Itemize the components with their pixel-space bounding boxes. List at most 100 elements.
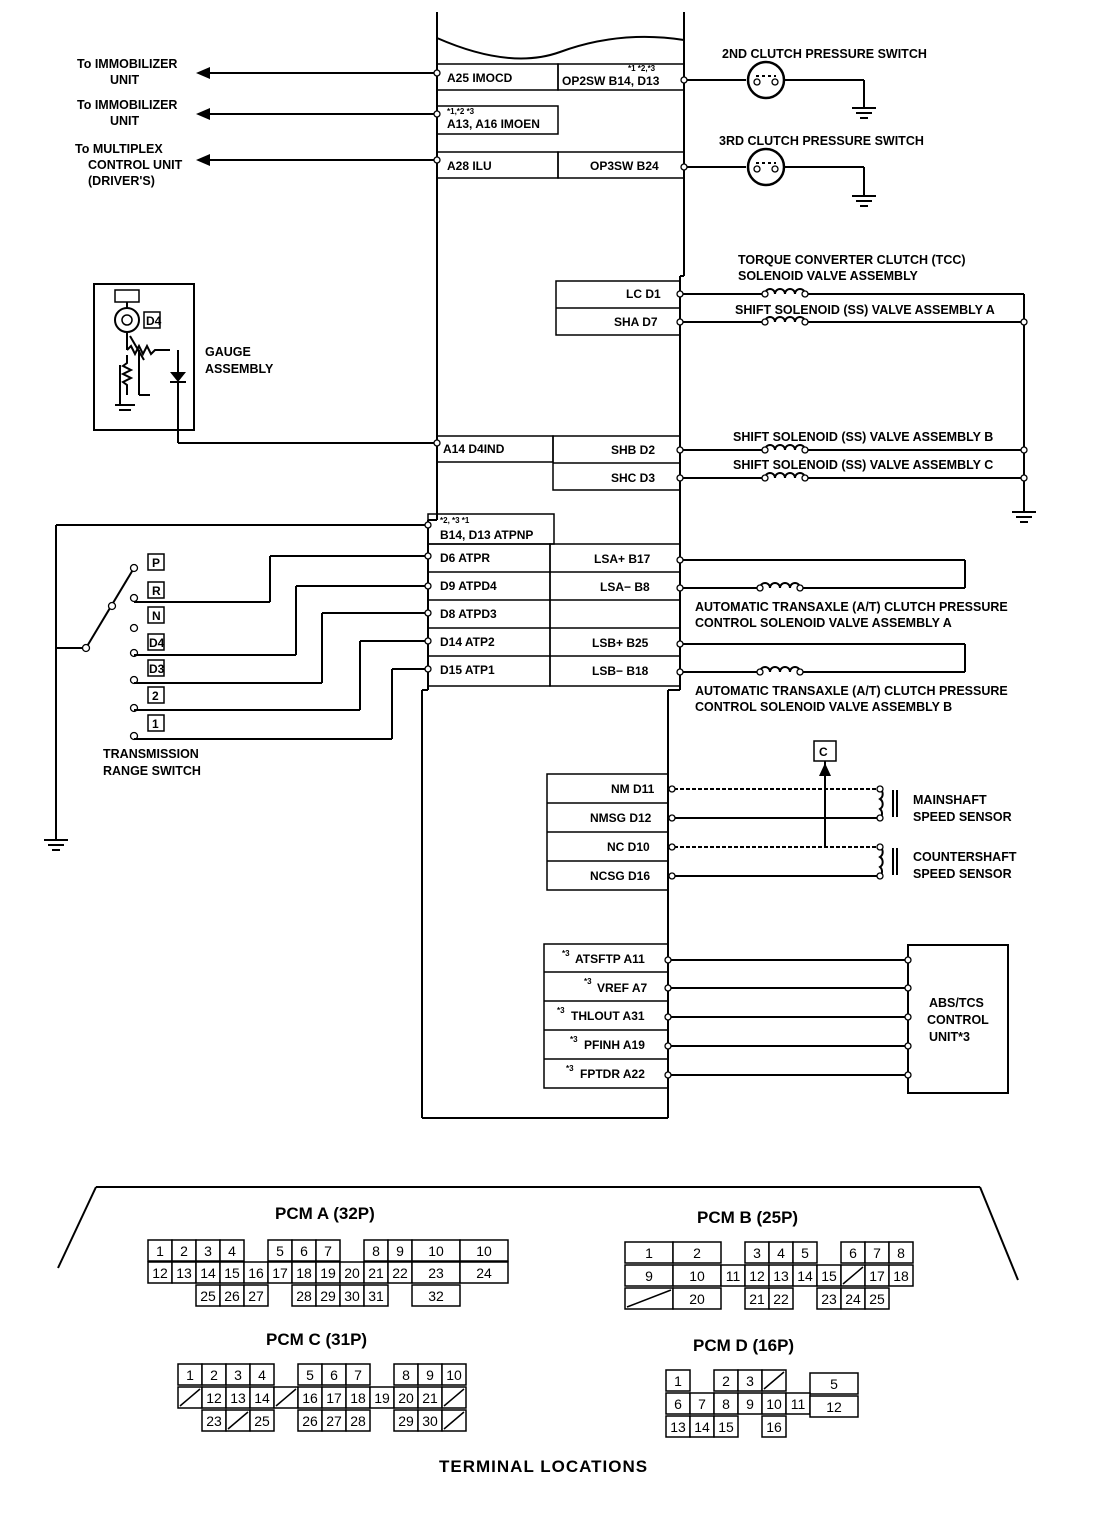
terminal-number: 24 — [845, 1291, 861, 1307]
blank-cavity-slash — [443, 1411, 465, 1430]
pin-box-a14: A14 D4IND — [436, 435, 554, 463]
svg-text:2ND CLUTCH PRESSURE SWITCH: 2ND CLUTCH PRESSURE SWITCH — [722, 47, 927, 61]
blank-cavity-slash — [179, 1388, 201, 1407]
svg-text:To IMMOBILIZER: To IMMOBILIZER — [77, 57, 177, 71]
blank-cavity-slash — [763, 1371, 785, 1390]
terminal-number: 19 — [374, 1390, 390, 1406]
pin-boxes-shb-shc: SHB D2 SHC D3 — [552, 435, 681, 491]
terminal-number: 2 — [722, 1373, 730, 1389]
svg-text:SOLENOID VALVE ASSEMBLY: SOLENOID VALVE ASSEMBLY — [738, 269, 919, 283]
terminal-number: 9 — [426, 1367, 434, 1383]
svg-text:SHIFT SOLENOID (SS) VALVE ASSE: SHIFT SOLENOID (SS) VALVE ASSEMBLY A — [735, 303, 995, 317]
terminal-number: 6 — [674, 1396, 682, 1412]
terminal-number: 26 — [224, 1288, 240, 1304]
svg-text:*3: *3 — [570, 1035, 578, 1044]
terminal-number: 3 — [234, 1367, 242, 1383]
svg-text:PFINH A19: PFINH A19 — [584, 1038, 645, 1052]
svg-text:*3: *3 — [562, 949, 570, 958]
svg-text:ABS/TCS: ABS/TCS — [929, 996, 984, 1010]
svg-text:CONTROL: CONTROL — [927, 1013, 989, 1027]
svg-text:R: R — [152, 584, 161, 598]
terminal-number: 22 — [773, 1291, 789, 1307]
svg-text:AUTOMATIC TRANSAXLE (A/T) CLUT: AUTOMATIC TRANSAXLE (A/T) CLUTCH PRESSUR… — [695, 600, 1008, 614]
terminal-number: 1 — [674, 1373, 682, 1389]
terminal-number: 14 — [200, 1265, 216, 1281]
terminal-number: 21 — [749, 1291, 765, 1307]
svg-text:PCM B (25P): PCM B (25P) — [697, 1208, 798, 1227]
terminal-number: 12 — [206, 1390, 222, 1406]
terminal-number: 18 — [893, 1268, 909, 1284]
svg-text:UNIT: UNIT — [110, 114, 140, 128]
terminal-number: 14 — [694, 1419, 710, 1435]
terminal-number: 8 — [372, 1243, 380, 1259]
terminal-number: 5 — [830, 1376, 838, 1392]
pin-boxes-abs: *3 ATSFTP A11 *3 VREF A7 *3 THLOUT A31 *… — [543, 943, 669, 1089]
blank-cavity-slash — [443, 1388, 465, 1407]
solenoid-group: TORQUE CONVERTER CLUTCH (TCC) SOLENOID V… — [680, 253, 1036, 523]
terminal-number: 7 — [873, 1245, 881, 1261]
terminal-number: 25 — [254, 1413, 270, 1429]
terminal-number: 20 — [689, 1291, 705, 1307]
terminal-locations-panel: PCM A (32P) PCM B (25P) PCM C (31P) PCM … — [57, 1186, 1019, 1476]
terminal-number: 4 — [228, 1243, 236, 1259]
terminal-number: 11 — [791, 1396, 806, 1412]
terminal-number: 9 — [645, 1268, 653, 1284]
pin-box-a28: A28 ILU — [436, 151, 559, 179]
terminal-number: 29 — [398, 1413, 414, 1429]
svg-text:D14 ATP2: D14 ATP2 — [440, 635, 495, 649]
svg-text:*3: *3 — [584, 977, 592, 986]
terminal-number: 31 — [368, 1288, 384, 1304]
terminal-number: 12 — [152, 1265, 168, 1281]
terminal-number: 10 — [446, 1367, 462, 1383]
pin-boxes-speed: NM D11 NMSG D12 NC D10 NCSG D16 — [546, 773, 669, 891]
svg-text:P: P — [152, 556, 160, 570]
terminal-number: 21 — [422, 1390, 438, 1406]
pin-box-op2sw: *1 *2,*3 OP2SW B14, D13 — [557, 63, 685, 91]
svg-text:LSB− B18: LSB− B18 — [592, 664, 649, 678]
svg-text:ATSFTP A11: ATSFTP A11 — [575, 952, 645, 966]
terminal-number: 30 — [422, 1413, 438, 1429]
pin-box-atpnp: *2, *3 *1 B14, D13 ATPNP — [427, 513, 555, 545]
terminal-number: 2 — [210, 1367, 218, 1383]
terminal-number: 15 — [718, 1419, 734, 1435]
blank-cavity-slash — [842, 1266, 864, 1285]
pin-boxes-lc-sha: LC D1 SHA D7 — [555, 280, 681, 336]
terminal-number: 11 — [726, 1268, 741, 1284]
svg-text:LSA− B8: LSA− B8 — [600, 580, 650, 594]
terminal-number: 30 — [344, 1288, 360, 1304]
terminal-number: 8 — [402, 1367, 410, 1383]
terminal-number: 17 — [272, 1265, 288, 1281]
svg-text:To MULTIPLEX: To MULTIPLEX — [75, 142, 163, 156]
terminal-number: 3 — [746, 1373, 754, 1389]
terminal-number: 28 — [350, 1413, 366, 1429]
terminal-number: 15 — [821, 1268, 837, 1284]
svg-text:OP3SW B24: OP3SW B24 — [590, 159, 659, 173]
svg-text:CONTROL UNIT: CONTROL UNIT — [88, 158, 183, 172]
terminal-number: 20 — [398, 1390, 414, 1406]
svg-text:1: 1 — [152, 717, 159, 731]
svg-text:D4: D4 — [149, 636, 165, 650]
terminal-number: 26 — [302, 1413, 318, 1429]
terminal-number: 22 — [392, 1265, 408, 1281]
svg-text:UNIT*3: UNIT*3 — [929, 1030, 970, 1044]
svg-text:SHA D7: SHA D7 — [614, 315, 658, 329]
svg-text:COUNTERSHAFT: COUNTERSHAFT — [913, 850, 1017, 864]
svg-text:D6 ATPR: D6 ATPR — [440, 551, 490, 565]
svg-text:3RD CLUTCH PRESSURE SWITCH: 3RD CLUTCH PRESSURE SWITCH — [719, 134, 924, 148]
immobilizer-unit-1: To IMMOBILIZER UNIT — [77, 57, 437, 87]
svg-text:SHIFT SOLENOID (SS) VALVE ASSE: SHIFT SOLENOID (SS) VALVE ASSEMBLY C — [733, 458, 993, 472]
svg-text:GAUGE: GAUGE — [205, 345, 251, 359]
svg-text:C: C — [819, 745, 828, 759]
terminal-number: 1 — [645, 1245, 653, 1261]
svg-text:To IMMOBILIZER: To IMMOBILIZER — [77, 98, 177, 112]
svg-text:D4: D4 — [146, 314, 162, 328]
terminal-number: 27 — [248, 1288, 264, 1304]
svg-text:TERMINAL LOCATIONS: TERMINAL LOCATIONS — [439, 1457, 648, 1476]
svg-text:A13, A16 IMOEN: A13, A16 IMOEN — [447, 117, 540, 131]
terminal-number: 5 — [801, 1245, 809, 1261]
